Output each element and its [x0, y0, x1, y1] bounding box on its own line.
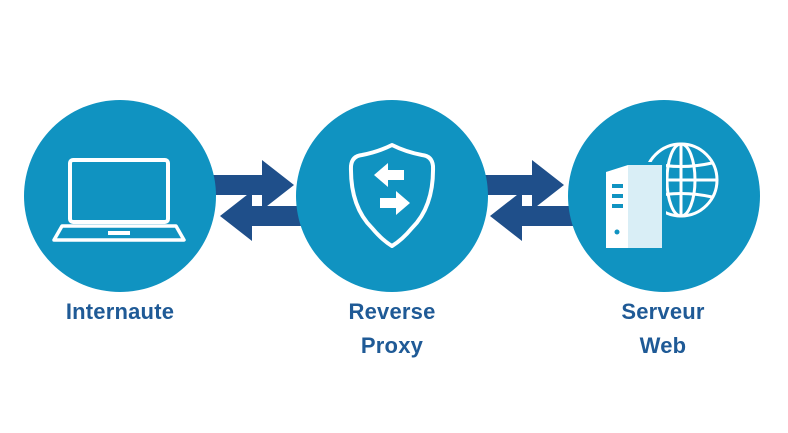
- arrow-right-icon: [200, 160, 294, 210]
- node-circle: [296, 100, 488, 292]
- node-label-reverse-proxy: Reverse Proxy: [292, 295, 492, 363]
- label-line: Serveur: [621, 299, 705, 324]
- arrow-right-icon: [470, 160, 564, 210]
- node-internaute: [24, 100, 216, 292]
- node-reverse-proxy: [296, 100, 488, 292]
- globe-icon: [643, 142, 719, 218]
- connection-internaute-proxy: [200, 160, 305, 241]
- label-line: Web: [639, 333, 687, 358]
- arrow-left-icon: [490, 191, 575, 241]
- label-line: Reverse: [348, 299, 436, 324]
- node-serveur-web: [568, 100, 760, 292]
- label-line: Internaute: [65, 299, 175, 324]
- node-circle: [24, 100, 216, 292]
- arrow-left-icon: [220, 191, 305, 241]
- node-label-internaute: Internaute: [20, 295, 220, 329]
- shield-icon: [348, 143, 436, 248]
- label-line: Proxy: [360, 333, 424, 358]
- connection-proxy-web: [470, 160, 575, 241]
- server-icon: [602, 162, 666, 252]
- node-label-serveur-web: Serveur Web: [563, 295, 763, 363]
- laptop-icon: [52, 158, 186, 242]
